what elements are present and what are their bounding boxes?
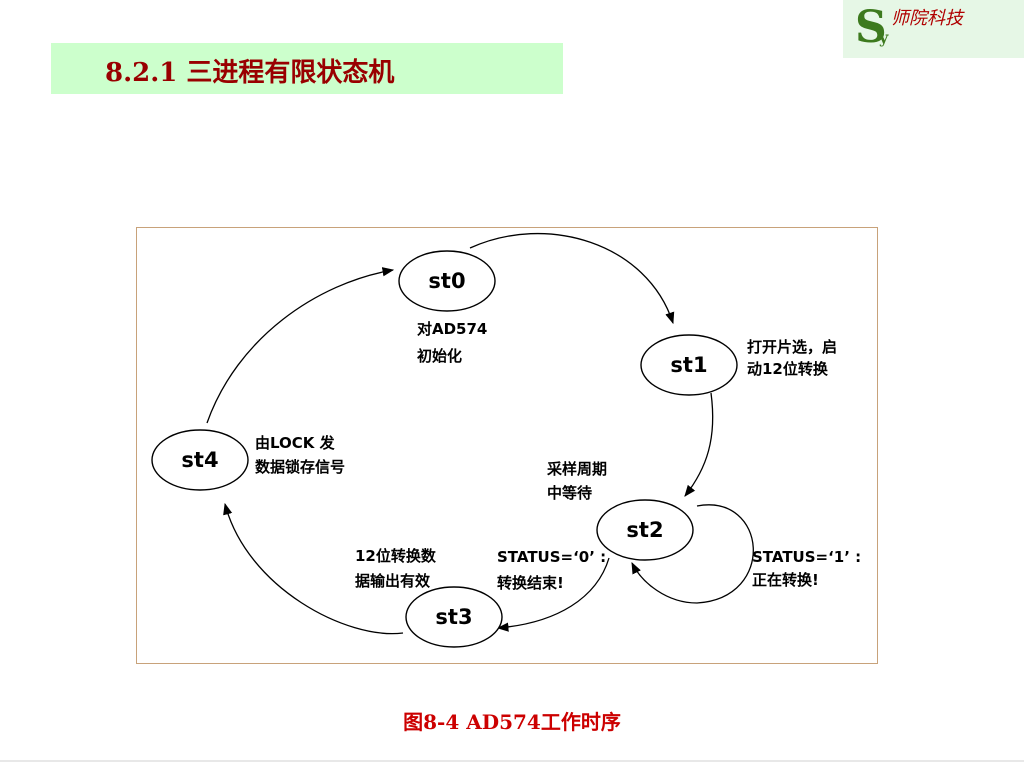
logo-text: 师院科技 — [891, 8, 963, 29]
transition-st3-st4 — [223, 502, 404, 635]
state-st1-label: st1 — [670, 353, 707, 377]
state-st4-label: st4 — [181, 448, 218, 472]
state-st3 — [405, 586, 503, 648]
state-st0-label: st0 — [428, 269, 465, 293]
st4-annotation-line1: 由LOCK 发 — [255, 434, 336, 452]
st0-annotation-line1: 对AD574 — [417, 320, 487, 338]
transition-st4-st0 — [206, 267, 395, 424]
logo-letter-y: y — [879, 28, 889, 47]
state-st4 — [151, 429, 249, 491]
logo-letter-s: S — [855, 2, 887, 53]
transition-st2-self — [631, 504, 754, 604]
st0-annotation-line2: 初始化 — [417, 347, 462, 365]
status1-annotation-line1: STATUS=‘1’ : — [752, 548, 861, 566]
status1-annotation-line2: 正在转换! — [752, 571, 819, 589]
state-st1 — [640, 334, 738, 396]
status0-annotation-line2: 转换结束! — [497, 574, 564, 592]
state-st2 — [596, 499, 694, 561]
state-st2-label: st2 — [626, 518, 663, 542]
status0-annotation-line1: STATUS=‘0’ : — [497, 548, 606, 566]
page-title: 8.2.1 三进程有限状态机 — [105, 58, 395, 88]
transition-st0-st1 — [469, 232, 675, 325]
state-diagram-svg: st0 st1 st2 st3 st4 对AD574 初始化 打开片选，启 动1… — [151, 232, 861, 648]
st2-annotation-line2: 中等待 — [547, 484, 592, 502]
st3-annotation-line1: 12位转换数 — [355, 547, 437, 565]
state-st0 — [398, 250, 496, 312]
figure-caption: 图8-4 AD574工作时序 — [403, 710, 621, 734]
st1-annotation-line1: 打开片选，启 — [747, 338, 837, 356]
st1-annotation-line2: 动12位转换 — [747, 360, 829, 378]
logo: S y 师院科技 — [843, 0, 1024, 58]
state-st3-label: st3 — [435, 605, 472, 629]
st2-annotation-line1: 采样周期 — [546, 460, 607, 478]
title-band: 8.2.1 三进程有限状态机 — [51, 43, 563, 94]
transition-st1-st2 — [684, 392, 714, 497]
state-diagram: st0 st1 st2 st3 st4 对AD574 初始化 打开片选，启 动1… — [136, 227, 878, 664]
st3-annotation-line2: 据输出有效 — [355, 572, 431, 590]
st4-annotation-line2: 数据锁存信号 — [255, 458, 345, 476]
transition-st2-st3 — [496, 557, 610, 632]
bottom-divider — [0, 760, 1024, 762]
